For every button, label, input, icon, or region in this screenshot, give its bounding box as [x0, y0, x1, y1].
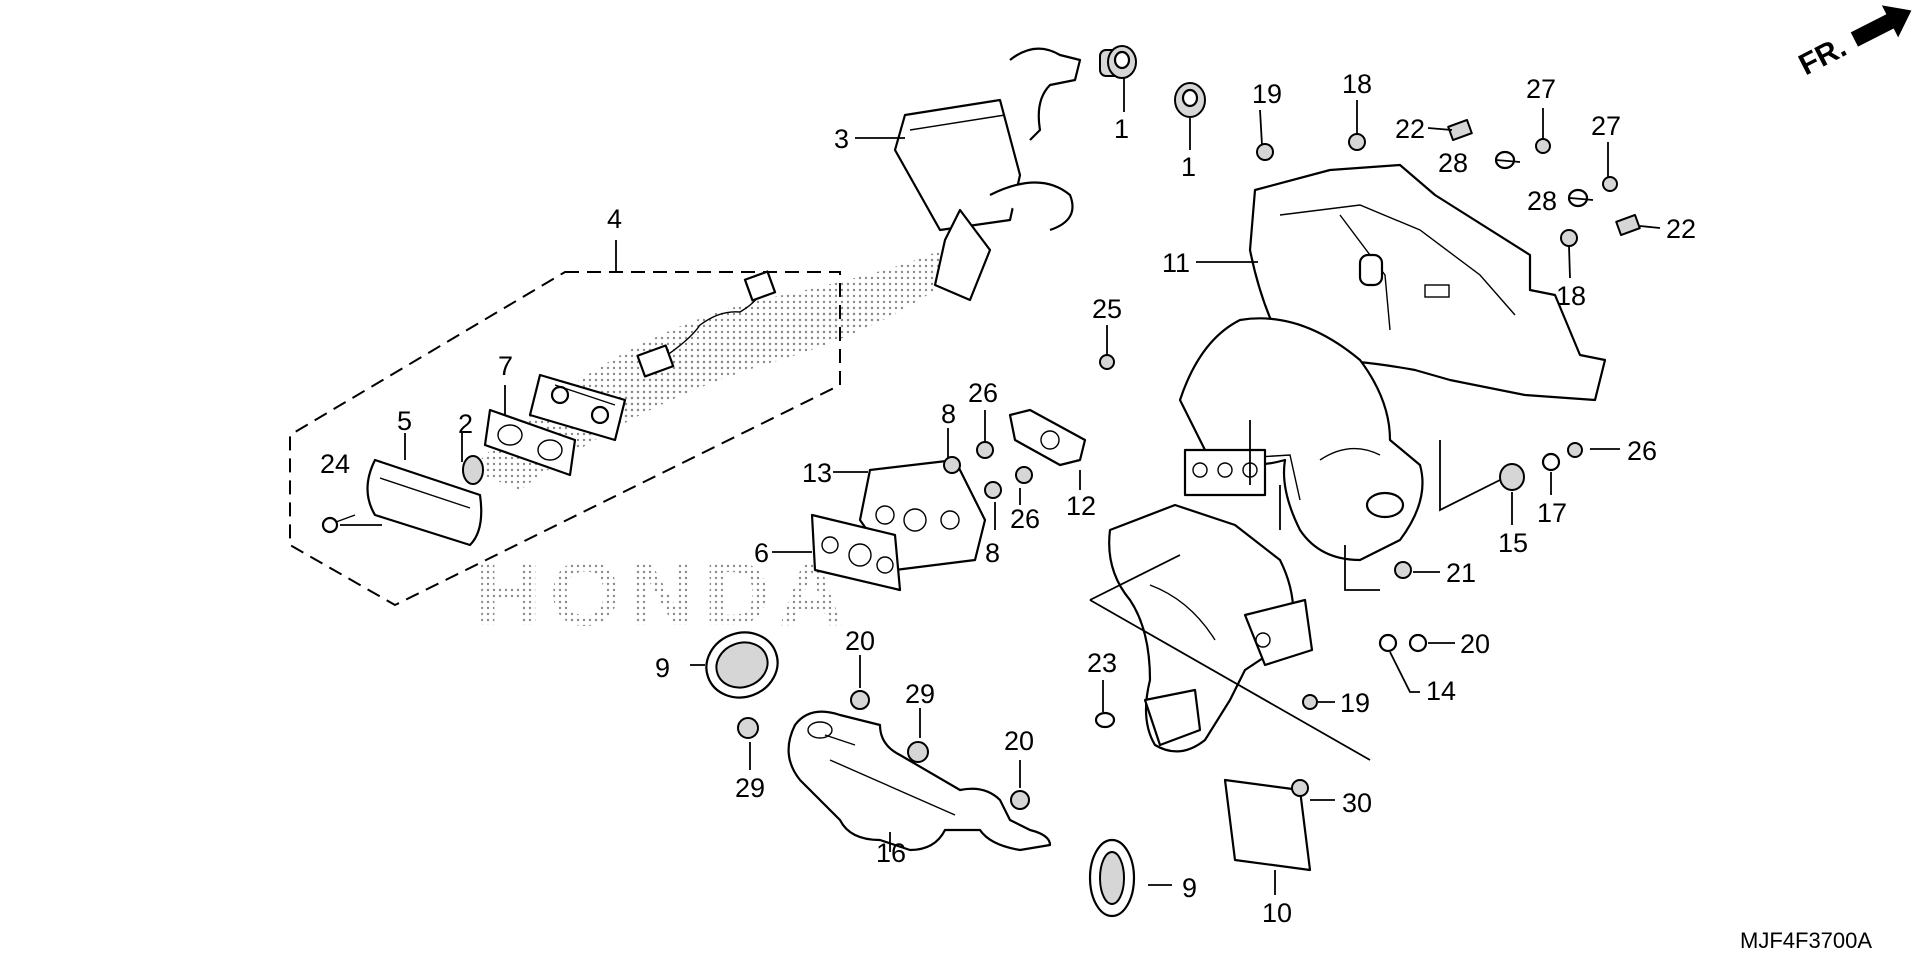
- grommet-1a: [1107, 45, 1137, 79]
- nut-20a: [1408, 633, 1428, 653]
- nut-27a: [1535, 138, 1551, 154]
- callout-19a: 19: [1252, 79, 1282, 109]
- callout-18a: 18: [1342, 69, 1372, 99]
- callout-23: 23: [1087, 648, 1117, 678]
- front-direction-marker: FR.: [1794, 5, 1912, 82]
- license-light-gasket: [483, 408, 577, 477]
- license-light-lens: [366, 458, 483, 547]
- callout-19b: 19: [1340, 688, 1370, 718]
- collar-23: [1094, 711, 1116, 729]
- bolt-29a: [737, 717, 759, 739]
- callout-20c: 20: [1460, 629, 1490, 659]
- callout-20b: 20: [1004, 726, 1034, 756]
- callout-24: 24: [320, 449, 350, 479]
- callout-26b: 26: [1010, 504, 1040, 534]
- callout-22a: 22: [1395, 114, 1425, 144]
- clip-22a: [1447, 119, 1473, 141]
- callout-29a: 29: [905, 679, 935, 709]
- callout-27a: 27: [1526, 74, 1556, 104]
- nut-26a: [976, 441, 994, 459]
- callout-11: 11: [1162, 248, 1190, 278]
- tail-light-unit: [893, 47, 1131, 302]
- tail-light-assembly-box: [289, 271, 841, 607]
- callout-9a: 9: [655, 653, 670, 683]
- callout-14: 14: [1426, 676, 1456, 706]
- callout-26a: 26: [968, 378, 998, 408]
- screw-24: [321, 514, 356, 534]
- callout-22b: 22: [1666, 214, 1696, 244]
- grommet-1b: [1174, 82, 1206, 118]
- callout-27b: 27: [1591, 111, 1621, 141]
- license-light-housing: [528, 373, 627, 442]
- clip-22b: [1615, 214, 1641, 236]
- callout-20a: 20: [845, 626, 875, 656]
- nut-26b: [1015, 466, 1033, 484]
- nut-20c: [1010, 790, 1030, 810]
- figure-code: MJF4F3700A: [1740, 928, 1872, 953]
- direction-label: FR.: [1794, 31, 1852, 82]
- rear-fender: [1178, 163, 1607, 562]
- callout-17: 17: [1537, 498, 1567, 528]
- callout-5: 5: [397, 406, 412, 436]
- leader-lines: [340, 78, 1661, 895]
- license-light-bulb: [462, 455, 484, 485]
- rubber-grommet-9b: [1088, 838, 1136, 918]
- screw-19b: [1302, 694, 1318, 710]
- light-bracket: [1008, 408, 1087, 467]
- callout-12: 12: [1066, 491, 1096, 521]
- bolt-29b: [907, 741, 929, 763]
- callout-26c: 26: [1627, 436, 1657, 466]
- callout-28b: 28: [1527, 186, 1557, 216]
- callout-1a: 1: [1114, 114, 1129, 144]
- license-bracket: [787, 710, 1052, 852]
- callout-3: 3: [834, 124, 849, 154]
- front-arrow-icon: [1850, 5, 1912, 47]
- collar-17: [1541, 452, 1561, 472]
- callout-8b: 8: [985, 538, 1000, 568]
- nut-20b: [850, 690, 870, 710]
- nut-8a: [943, 456, 961, 474]
- callout-15: 15: [1498, 528, 1528, 558]
- screw-19a: [1256, 143, 1274, 161]
- nut-8b: [984, 481, 1002, 499]
- screw-18b: [1560, 229, 1578, 247]
- callout-4: 4: [607, 204, 622, 234]
- nut-21: [1394, 561, 1412, 579]
- callout-2: 2: [458, 409, 473, 439]
- callout-6: 6: [754, 538, 769, 568]
- callout-9b: 9: [1182, 873, 1197, 903]
- screw-30: [1291, 779, 1309, 797]
- screw-18a: [1348, 133, 1366, 151]
- callout-7: 7: [498, 351, 513, 381]
- callout-16: 16: [876, 838, 906, 868]
- license-light-harness: [636, 270, 777, 378]
- callout-29b: 29: [735, 773, 765, 803]
- callout-18b: 18: [1556, 281, 1586, 311]
- callout-1b: 1: [1181, 152, 1196, 182]
- watermark-text: HONDA: [475, 543, 852, 645]
- nut-27b: [1602, 176, 1618, 192]
- nut-14: [1378, 633, 1398, 653]
- grommet-15: [1499, 463, 1525, 491]
- callout-13: 13: [802, 458, 832, 488]
- callout-25: 25: [1092, 294, 1122, 324]
- bolt-25: [1099, 354, 1115, 370]
- callout-28a: 28: [1438, 148, 1468, 178]
- license-plate-light-gasket: [810, 513, 902, 592]
- rear-reflector: [1223, 778, 1312, 872]
- callout-30: 30: [1342, 788, 1372, 818]
- rubber-grommet-9a: [705, 631, 779, 699]
- callouts: 1 1 2 3 4 5 6 7 8 8 9 9 10 11 12 13 14 1…: [320, 69, 1696, 928]
- callout-8a: 8: [941, 399, 956, 429]
- callout-10: 10: [1262, 898, 1292, 928]
- callout-21: 21: [1446, 558, 1476, 588]
- nut-26c: [1567, 442, 1583, 458]
